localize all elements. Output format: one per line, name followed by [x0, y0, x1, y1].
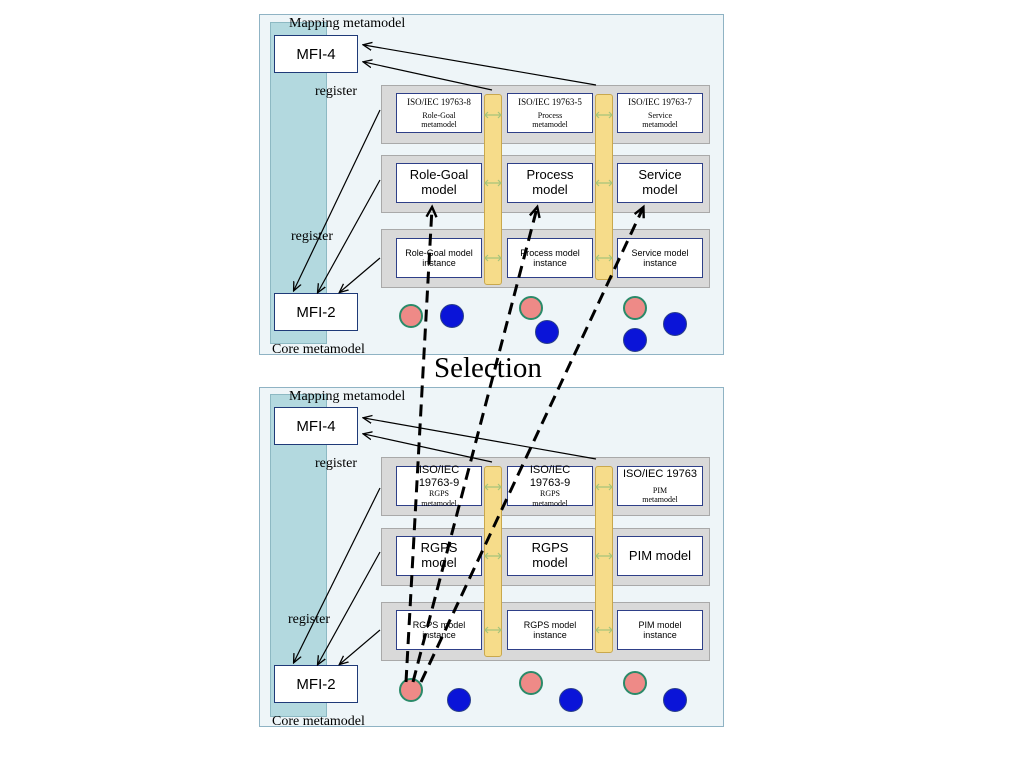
- selection-label: Selection: [434, 352, 542, 384]
- instance-name: RGPS model: [523, 619, 577, 630]
- top-mapping-metamodel-label: Mapping metamodel: [289, 16, 406, 31]
- bottom-connector-bar-2: [595, 466, 613, 653]
- model-name: Role-Goal: [409, 167, 469, 183]
- instance-suffix: instance: [533, 258, 567, 268]
- metamodel-standard: ISO/IEC 19763-5: [518, 96, 582, 107]
- top-instance-circle-blue-3: [663, 312, 687, 336]
- bottom-mfi2-box[interactable]: MFI-2: [274, 665, 358, 703]
- top-model-box-process[interactable]: Process model: [507, 163, 593, 203]
- top-instance-box-role-goal[interactable]: Role-Goal model instance: [396, 238, 482, 278]
- bottom-instance-circle-pink-1: [399, 678, 423, 702]
- model-suffix: model: [642, 182, 678, 197]
- top-register-label-1: register: [315, 84, 357, 99]
- bottom-metamodel-box-rgps-2[interactable]: ISO/IEC 19763-9 RGPS metamodel: [507, 464, 593, 508]
- metamodel-name: Process: [537, 110, 563, 120]
- instance-suffix: instance: [643, 258, 677, 268]
- bottom-metamodel-box-pim[interactable]: ISO/IEC 19763 PIM metamodel: [617, 466, 703, 506]
- metamodel-suffix: metamodel: [642, 120, 678, 130]
- metamodel-suffix: metamodel: [642, 494, 678, 504]
- model-name: RGPS: [531, 540, 569, 556]
- metamodel-standard: ISO/IEC 19763: [623, 467, 697, 480]
- bottom-register-label-1: register: [315, 456, 357, 471]
- top-instance-box-process[interactable]: Process model instance: [507, 238, 593, 278]
- top-instance-circle-blue-2: [535, 320, 559, 344]
- instance-name: RGPS model: [412, 619, 466, 630]
- instance-name: Role-Goal model: [405, 247, 473, 258]
- instance-name: Service model: [631, 247, 689, 258]
- bottom-model-box-rgps-1[interactable]: RGPS model: [396, 536, 482, 576]
- metamodel-standard: ISO/IEC 19763-7: [628, 96, 692, 107]
- top-metamodel-box-service[interactable]: ISO/IEC 19763-7 Service metamodel: [617, 93, 703, 133]
- top-metamodel-box-role-goal[interactable]: ISO/IEC 19763-8 Role-Goal metamodel: [396, 93, 482, 133]
- bottom-connector-bar-1: [484, 466, 502, 657]
- instance-name: Process model: [520, 247, 580, 258]
- instance-suffix: instance: [422, 258, 456, 268]
- metamodel-suffix: metamodel: [532, 120, 568, 130]
- metamodel-name: Role-Goal: [422, 110, 456, 120]
- metamodel-standard: ISO/IEC: [418, 464, 460, 477]
- top-instance-circle-pink-2: [519, 296, 543, 320]
- top-mfi2-box[interactable]: MFI-2: [274, 293, 358, 331]
- bottom-instance-box-rgps-1[interactable]: RGPS model instance: [396, 610, 482, 650]
- top-core-metamodel-label: Core metamodel: [272, 342, 365, 357]
- model-name: PIM model: [628, 547, 692, 563]
- top-register-label-2: register: [291, 229, 333, 244]
- bottom-mfi4-box[interactable]: MFI-4: [274, 407, 358, 445]
- bottom-instance-box-pim[interactable]: PIM model instance: [617, 610, 703, 650]
- top-instance-circle-pink-3: [623, 296, 647, 320]
- metamodel-standard: ISO/IEC: [529, 464, 571, 477]
- top-connector-bar-1: [484, 94, 502, 285]
- metamodel-standard: ISO/IEC 19763-8: [407, 96, 471, 107]
- instance-suffix: instance: [422, 630, 456, 640]
- metamodel-part: 19763-9: [418, 476, 460, 489]
- top-mfi4-box[interactable]: MFI-4: [274, 35, 358, 73]
- top-instance-circle-blue-4: [623, 328, 647, 352]
- metamodel-name: PIM: [652, 485, 668, 495]
- model-suffix: model: [421, 555, 457, 570]
- model-name: RGPS: [420, 540, 458, 556]
- metamodel-name: Service: [648, 110, 672, 120]
- bottom-instance-circle-blue-3: [663, 688, 687, 712]
- model-suffix: model: [421, 182, 457, 197]
- instance-name: PIM model: [638, 619, 682, 630]
- bottom-instance-box-rgps-2[interactable]: RGPS model instance: [507, 610, 593, 650]
- bottom-instance-circle-pink-3: [623, 671, 647, 695]
- top-connector-bar-2: [595, 94, 613, 280]
- top-instance-circle-pink-1: [399, 304, 423, 328]
- bottom-mapping-metamodel-label: Mapping metamodel: [289, 389, 406, 404]
- model-name: Process: [526, 167, 574, 183]
- metamodel-name: RGPS: [428, 489, 449, 499]
- top-instance-circle-blue-1: [440, 304, 464, 328]
- bottom-instance-circle-pink-2: [519, 671, 543, 695]
- top-metamodel-box-process[interactable]: ISO/IEC 19763-5 Process metamodel: [507, 93, 593, 133]
- instance-suffix: instance: [533, 630, 567, 640]
- bottom-metamodel-box-rgps-1[interactable]: ISO/IEC 19763-9 RGPS metamodel: [396, 464, 482, 508]
- metamodel-part: 19763-9: [529, 476, 571, 489]
- top-instance-box-service[interactable]: Service model instance: [617, 238, 703, 278]
- bottom-register-label-2: register: [288, 612, 330, 627]
- metamodel-suffix: metamodel: [421, 498, 457, 508]
- bottom-core-metamodel-label: Core metamodel: [272, 714, 365, 729]
- bottom-model-box-pim[interactable]: PIM model: [617, 536, 703, 576]
- metamodel-suffix: metamodel: [532, 498, 568, 508]
- model-name: Service: [638, 167, 682, 183]
- metamodel-name: RGPS: [539, 489, 560, 499]
- top-model-box-role-goal[interactable]: Role-Goal model: [396, 163, 482, 203]
- model-suffix: model: [532, 182, 568, 197]
- bottom-model-box-rgps-2[interactable]: RGPS model: [507, 536, 593, 576]
- top-model-box-service[interactable]: Service model: [617, 163, 703, 203]
- metamodel-suffix: metamodel: [421, 120, 457, 130]
- instance-suffix: instance: [643, 630, 677, 640]
- bottom-instance-circle-blue-1: [447, 688, 471, 712]
- model-suffix: model: [532, 555, 568, 570]
- bottom-instance-circle-blue-2: [559, 688, 583, 712]
